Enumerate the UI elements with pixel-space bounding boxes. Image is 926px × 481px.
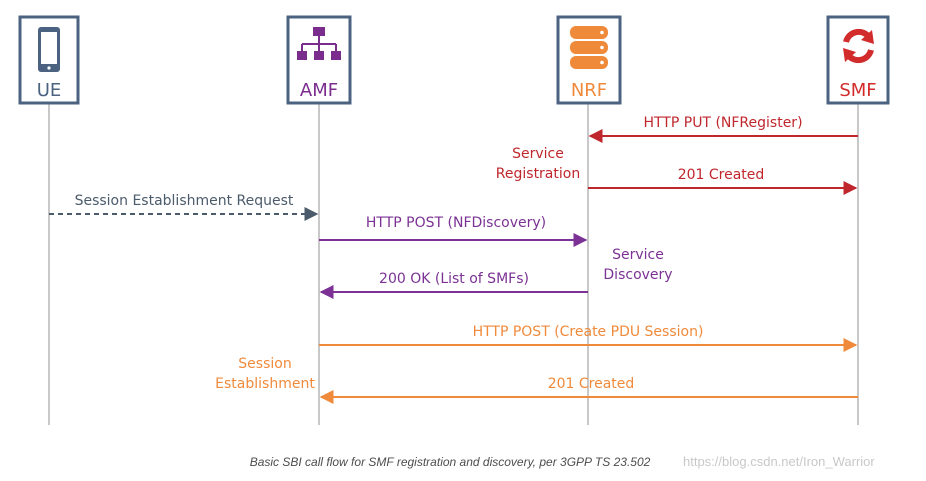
figure-caption: Basic SBI call flow for SMF registration…	[249, 455, 651, 469]
message-session-establishment-request: Session Establishment Request	[49, 193, 319, 221]
message-201-created-session: 201 Created	[319, 376, 858, 404]
entity-amf: AMF	[286, 15, 352, 105]
entity-smf: SMF	[826, 15, 890, 105]
note-service-registration: Service Registration	[496, 146, 580, 182]
message-http-post-create-pdu-session: HTTP POST (Create PDU Session)	[319, 324, 858, 352]
entity-amf-label: AMF	[300, 80, 338, 101]
message-label: HTTP PUT (NFRegister)	[643, 115, 802, 131]
message-http-put-nfregister: HTTP PUT (NFRegister)	[588, 115, 858, 143]
watermark: https://blog.csdn.net/Iron_Warrior	[683, 454, 875, 469]
note-service-discovery: Service Discovery	[603, 247, 672, 283]
message-201-created-registration: 201 Created	[588, 167, 858, 195]
note-line: Session	[238, 356, 291, 372]
message-label: 201 Created	[548, 376, 635, 392]
note-line: Registration	[496, 166, 580, 182]
entity-smf-label: SMF	[839, 80, 876, 101]
entity-ue: UE	[18, 15, 80, 105]
message-200-ok-list-of-smfs: 200 OK (List of SMFs)	[319, 271, 588, 299]
note-line: Service	[512, 146, 564, 162]
hierarchy-icon	[297, 27, 341, 60]
refresh-icon	[843, 28, 874, 64]
entity-nrf-label: NRF	[571, 80, 607, 101]
database-icon	[570, 26, 608, 69]
message-label: Session Establishment Request	[75, 193, 294, 209]
note-line: Service	[612, 247, 664, 263]
message-label: HTTP POST (Create PDU Session)	[473, 324, 704, 340]
phone-icon	[38, 27, 60, 72]
message-label: HTTP POST (NFDiscovery)	[366, 215, 546, 231]
entity-ue-label: UE	[37, 80, 62, 101]
entity-nrf: NRF	[556, 15, 622, 105]
note-line: Discovery	[603, 267, 672, 283]
message-label: 200 OK (List of SMFs)	[379, 271, 529, 287]
message-label: 201 Created	[678, 167, 765, 183]
note-line: Establishment	[215, 376, 315, 392]
note-session-establishment: Session Establishment	[215, 356, 315, 392]
message-http-post-nfdiscovery: HTTP POST (NFDiscovery)	[319, 215, 588, 247]
